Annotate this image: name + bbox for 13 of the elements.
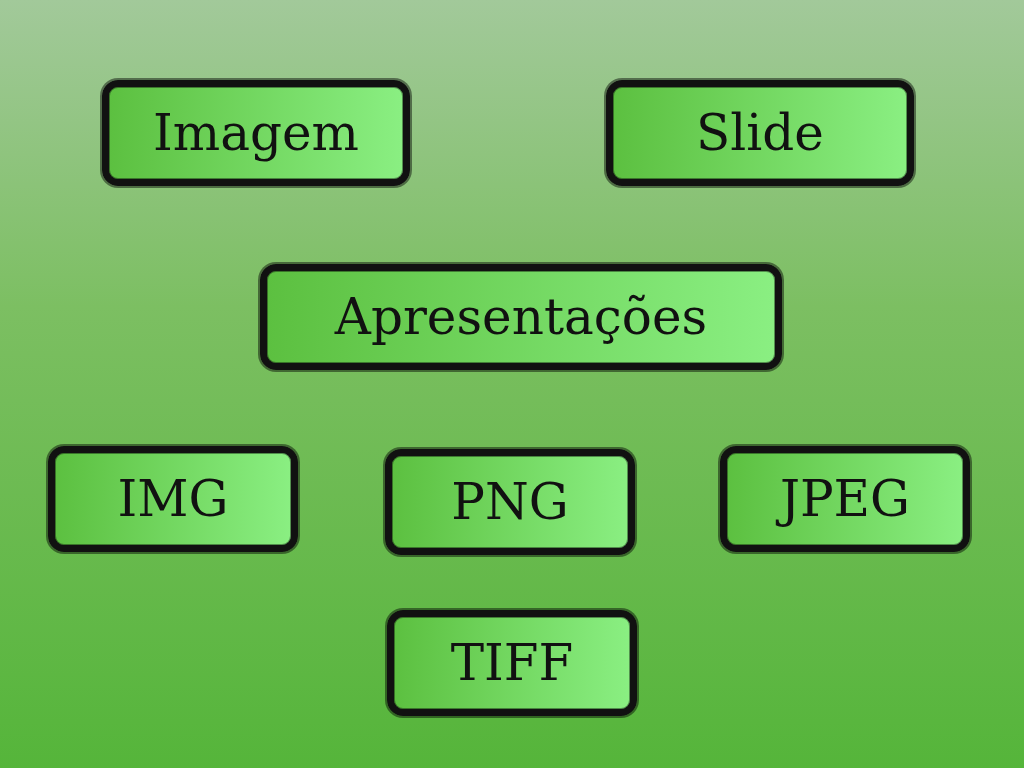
box-label: Apresentações bbox=[334, 288, 708, 346]
box-label: IMG bbox=[117, 470, 229, 528]
label-box bbox=[606, 80, 914, 186]
box-label: TIFF bbox=[450, 634, 574, 692]
label-box bbox=[48, 446, 298, 552]
label-box bbox=[260, 264, 782, 370]
label-box bbox=[385, 449, 635, 555]
label-box bbox=[102, 80, 410, 186]
box-label: PNG bbox=[451, 473, 569, 531]
box-label: Imagem bbox=[153, 104, 359, 162]
box-label: Slide bbox=[696, 104, 824, 162]
label-box bbox=[387, 610, 637, 716]
label-box bbox=[720, 446, 970, 552]
